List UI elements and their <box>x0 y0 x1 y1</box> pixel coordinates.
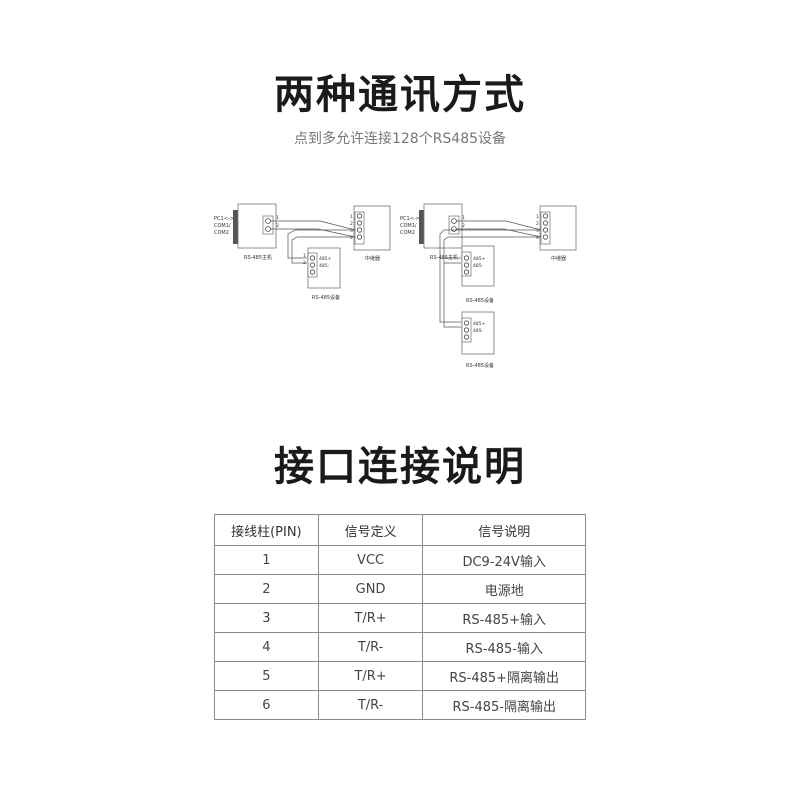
repeater-pin-1: 1 <box>536 214 539 220</box>
repeater-pin-4: 4 <box>536 235 539 241</box>
pin-cell: 5 <box>214 661 319 691</box>
section-subtitle: 点到多允许连接128个RS485设备 <box>293 131 507 147</box>
host-label-line2: COM1/ <box>214 223 231 229</box>
description-cell: RS-485+输入 <box>422 603 586 633</box>
pin-cell: 6 <box>214 690 319 720</box>
table-row: 6 T/R- RS-485-隔离输出 <box>214 690 586 720</box>
host-pin-2: 2 <box>462 223 465 229</box>
wire-host-pin1 <box>456 220 542 231</box>
diagram-point-to-multipoint: PC1<-> COM1/ COM2 RS-485主机 1 2 1 2 3 4 中… <box>400 203 577 369</box>
device-caption: RS-485设备 <box>312 294 340 301</box>
repeater-pin-3: 3 <box>350 228 353 234</box>
host-pin-1: 1 <box>276 215 279 221</box>
table-row: 1 VCC DC9-24V输入 <box>214 545 586 575</box>
device-terminal-block <box>307 252 318 278</box>
wire-host-pin2 <box>270 228 356 238</box>
device1-caption: RS-485设备 <box>466 297 494 304</box>
description-cell: DC9-24V输入 <box>422 545 586 575</box>
diagram-point-to-point: PC1<-> COM1/ COM2 RS-485主机 1 2 3 4 中继器 1… <box>214 203 391 301</box>
wire-bus-b <box>443 236 541 328</box>
description-cell: 电源地 <box>422 574 586 604</box>
signal-cell: T/R+ <box>317 661 424 691</box>
table-row: 3 T/R+ RS-485+输入 <box>214 603 586 633</box>
host-box <box>237 203 277 249</box>
wire-repeater-to-device-b <box>291 236 355 264</box>
device1-label-a: 485+ <box>473 256 486 262</box>
device-pin-2: 2 <box>303 260 306 266</box>
device2-label-a: 485+ <box>473 321 486 327</box>
host-connector-plate <box>233 210 238 244</box>
host-pin-1: 1 <box>462 215 465 221</box>
repeater-terminal-block <box>354 211 365 245</box>
description-cell: RS-485-输入 <box>422 632 586 662</box>
header-signal-definition: 信号定义 <box>317 514 424 546</box>
repeater-pin-4: 4 <box>350 235 353 241</box>
wiring-diagram: PC1<-> COM1/ COM2 RS-485主机 1 2 3 4 中继器 1… <box>214 203 577 369</box>
host-label-line1: PC1<-> <box>400 216 420 222</box>
host-connector-plate <box>419 210 424 244</box>
wire-repeater-to-device-a <box>287 229 355 259</box>
device1-terminal-block <box>461 251 472 277</box>
device2-label-b: 485- <box>473 328 484 334</box>
pin-definition-table: 接线柱(PIN) 信号定义 信号说明 1 VCC DC9-24V输入 2 GND… <box>214 514 586 720</box>
device-pin-1: 1 <box>303 253 306 259</box>
host-label-line3: COM2 <box>214 230 229 236</box>
wire-host-pin2 <box>456 228 542 238</box>
signal-cell: T/R- <box>317 632 424 662</box>
signal-cell: GND <box>317 574 424 604</box>
header-signal-description: 信号说明 <box>422 514 586 546</box>
repeater-pin-2: 2 <box>350 221 353 227</box>
repeater-caption: 中继器 <box>551 255 566 262</box>
wire-bus-a <box>439 229 541 323</box>
pin-cell: 1 <box>214 545 319 575</box>
repeater-terminal-block <box>540 211 551 245</box>
signal-cell: VCC <box>317 545 424 575</box>
pin-cell: 4 <box>214 632 319 662</box>
repeater-caption: 中继器 <box>365 255 380 262</box>
host-label-line2: COM1/ <box>400 223 417 229</box>
host-terminal-block <box>448 215 460 235</box>
header-pin: 接线柱(PIN) <box>214 514 319 546</box>
signal-cell: T/R+ <box>317 603 424 633</box>
table-row: 5 T/R+ RS-485+隔离输出 <box>214 661 586 691</box>
host-label-line1: PC1<-> <box>214 216 234 222</box>
pin-cell: 3 <box>214 603 319 633</box>
section-title-interface-connection: 接口连接说明 <box>274 444 526 490</box>
repeater-pin-3: 3 <box>536 228 539 234</box>
section-title-communication-modes: 两种通讯方式 <box>274 72 526 118</box>
host-terminal-block <box>262 215 274 235</box>
table-header-row: 接线柱(PIN) 信号定义 信号说明 <box>214 514 586 546</box>
device-label-a: 485+ <box>319 256 332 262</box>
repeater-pin-2: 2 <box>536 221 539 227</box>
host-pin-2: 2 <box>276 223 279 229</box>
host-label-line3: COM2 <box>400 230 415 236</box>
repeater-pin-1: 1 <box>350 214 353 220</box>
pin-cell: 2 <box>214 574 319 604</box>
description-cell: RS-485-隔离输出 <box>422 690 586 720</box>
description-cell: RS-485+隔离输出 <box>422 661 586 691</box>
table-row: 4 T/R- RS-485-输入 <box>214 632 586 662</box>
device2-terminal-block <box>461 317 472 343</box>
host-caption: RS-485主机 <box>244 254 272 261</box>
device-label-b: 485- <box>319 263 330 269</box>
wire-host-pin1 <box>270 220 356 231</box>
table-row: 2 GND 电源地 <box>214 574 586 604</box>
device2-caption: RS-485设备 <box>466 362 494 369</box>
signal-cell: T/R- <box>317 690 424 720</box>
device1-label-b: 485- <box>473 263 484 269</box>
